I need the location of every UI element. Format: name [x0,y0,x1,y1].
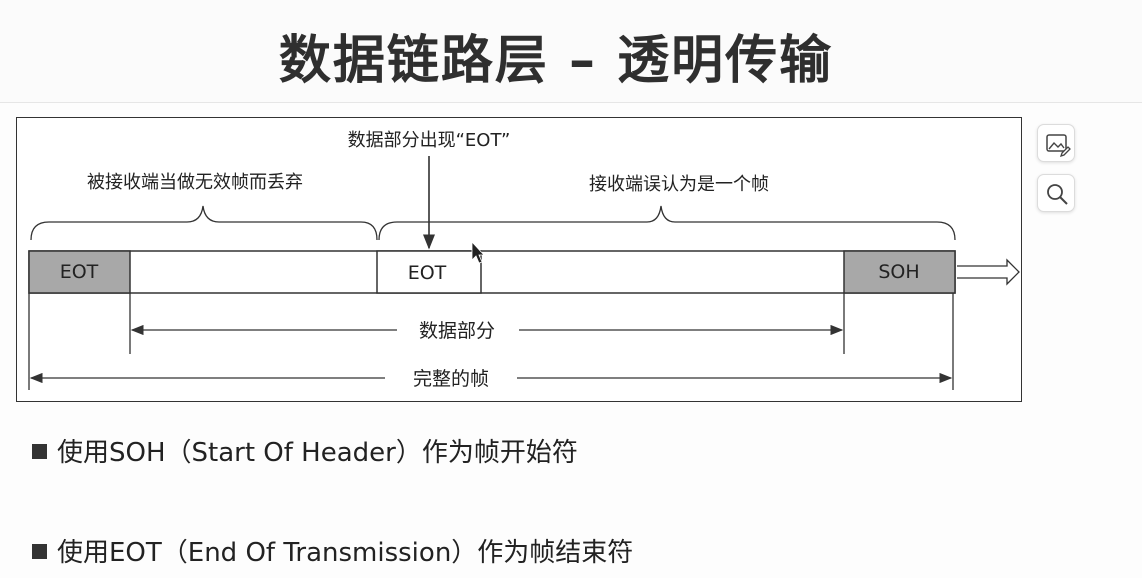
end-marker-label: SOH [878,261,919,283]
zoom-button[interactable] [1037,174,1075,212]
right-brace-note: 接收端误认为是一个帧 [589,174,769,195]
transmit-arrow [957,258,1020,286]
bullet-square-icon [32,544,47,559]
middle-marker-label: EOT [408,262,447,284]
bullet-square-icon [32,444,47,459]
left-brace-note: 被接收端当做无效帧而丢弃 [87,172,303,193]
mouse-cursor-icon [471,240,485,264]
image-edit-button[interactable] [1037,124,1075,162]
title-band [0,0,1142,103]
start-marker-cell [28,250,131,294]
bullet-text: 使用SOH（Start Of Header）作为帧开始符 [57,438,578,468]
frame-diagram-svg: 数据部分出现“EOT” 被接收端当做无效帧而丢弃 接收端误认为是一个帧 EOT … [28,130,1020,390]
end-marker-cell [843,250,956,294]
frame-bar [28,250,956,294]
top-note: 数据部分出现“EOT” [348,130,511,151]
start-marker-label: EOT [60,261,99,283]
page-title: 数据链路层 – 透明传输 [278,31,834,91]
bullet-soh: 使用SOH（Start Of Header）作为帧开始符 [32,432,578,469]
middle-marker-cell [376,250,482,294]
left-brace [30,205,378,241]
data-span-label: 数据部分 [419,320,495,342]
frame-diagram: 数据部分出现“EOT” 被接收端当做无效帧而丢弃 接收端误认为是一个帧 EOT … [16,117,1022,402]
right-brace [378,205,956,241]
bullet-text: 使用EOT（End Of Transmission）作为帧结束符 [57,538,634,568]
bullet-eot: 使用EOT（End Of Transmission）作为帧结束符 [32,532,633,569]
frame-span-label: 完整的帧 [413,368,489,390]
image-edit-icon [1046,134,1071,158]
magnifier-icon [1047,184,1068,205]
